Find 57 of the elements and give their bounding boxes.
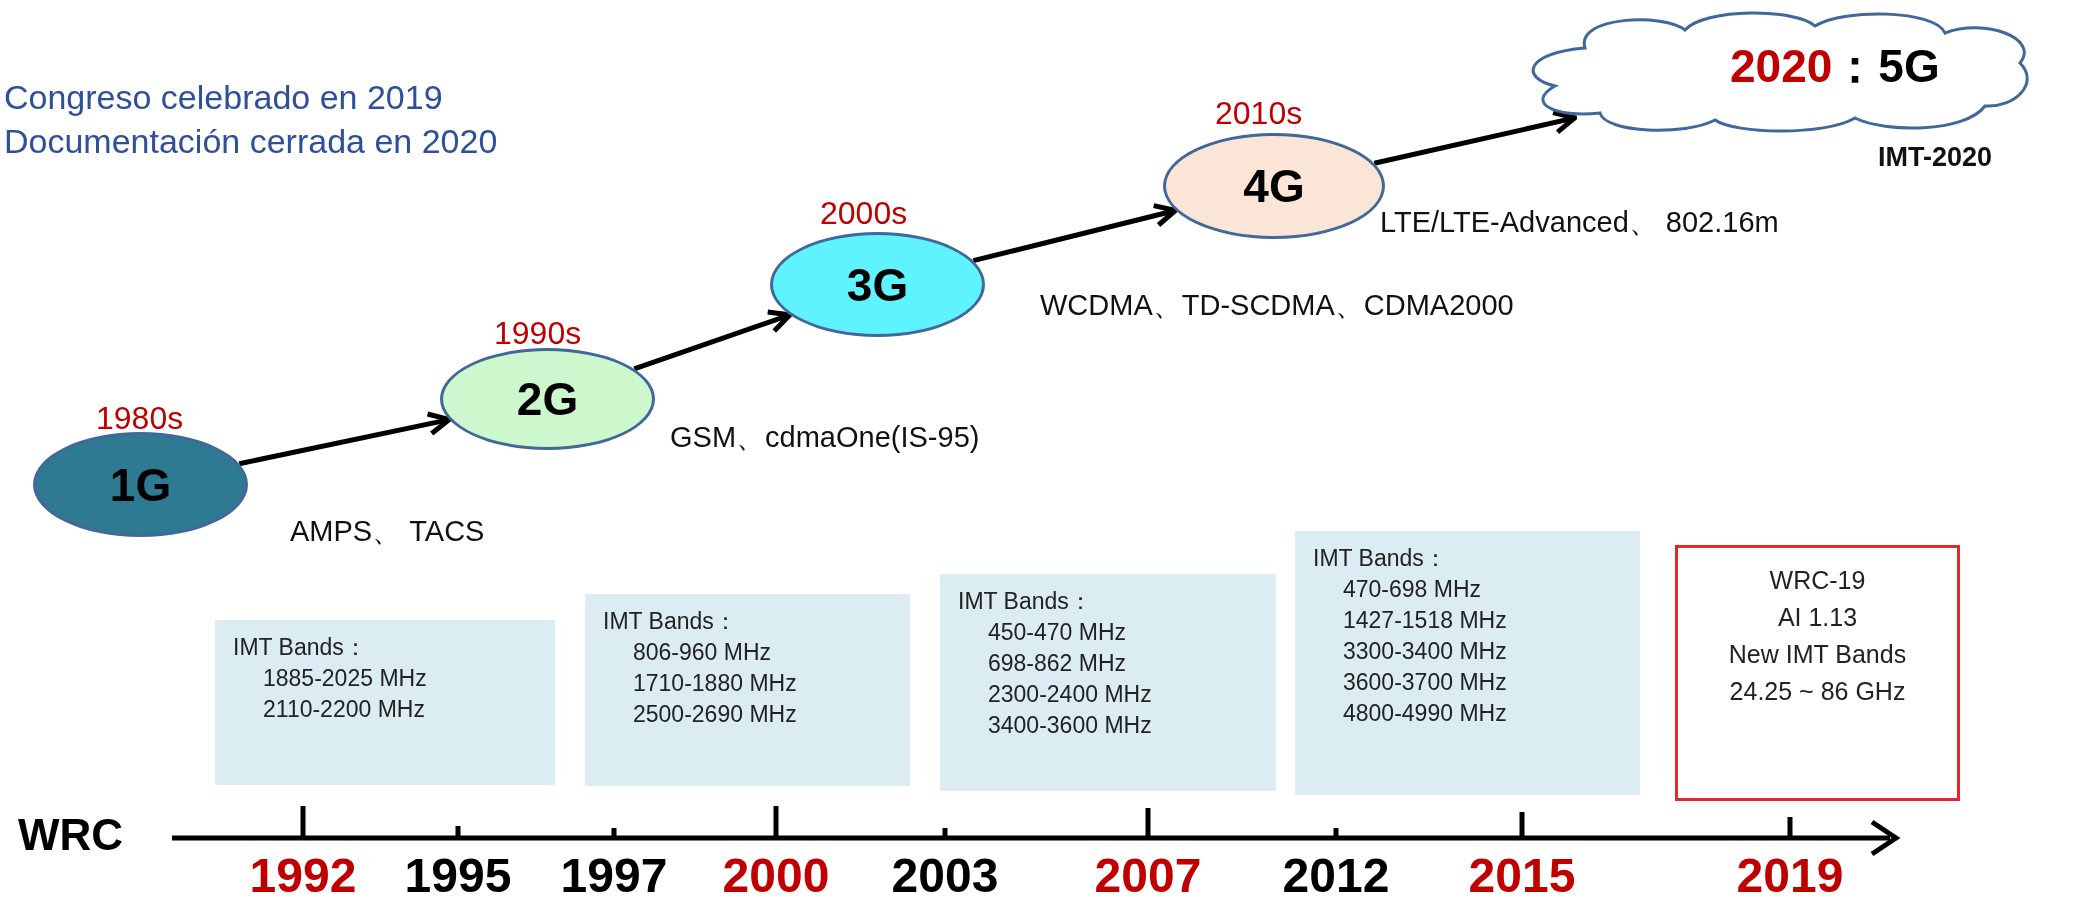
year-label: 2007: [1094, 848, 1202, 903]
band-frequency: 3300-3400 MHz: [1343, 637, 1507, 666]
agenda-text: New IMT Bands: [1728, 639, 1907, 670]
year-label: 2012: [1282, 848, 1390, 903]
decade-label: 1990s: [494, 315, 582, 352]
band-panel: [940, 574, 1276, 791]
agenda-text: WRC-19: [1769, 565, 1866, 596]
note-text: Documentación cerrada en 2020: [4, 122, 498, 161]
arrow: [238, 411, 452, 467]
arrow: [972, 203, 1179, 264]
generation-label: 3G: [846, 257, 909, 312]
arrow: [1373, 110, 1578, 166]
generation-label: 4G: [1243, 159, 1305, 213]
year-label: 2015: [1468, 848, 1576, 903]
band-panel: [1295, 531, 1640, 795]
band-frequency: 1885-2025 MHz: [263, 664, 427, 693]
band-heading: IMT Bands：: [958, 587, 1092, 616]
year-label: 2000: [722, 848, 830, 903]
generation-label: 2G: [516, 372, 579, 426]
band-frequency: 1710-1880 MHz: [633, 669, 797, 698]
technology-label: GSM、cdmaOne(IS-95): [670, 420, 980, 455]
decade-label: 1980s: [96, 400, 184, 437]
generation-label: 1G: [109, 457, 172, 512]
decade-label: 2010s: [1215, 95, 1303, 132]
band-frequency: 2500-2690 MHz: [633, 700, 797, 729]
arrow: [633, 309, 793, 372]
axis-title: WRC: [18, 810, 124, 860]
year-label: 1997: [560, 848, 668, 903]
band-heading: IMT Bands：: [603, 607, 737, 636]
band-frequency: 1427-1518 MHz: [1343, 606, 1507, 635]
band-frequency: 3400-3600 MHz: [988, 711, 1152, 740]
note-text: Congreso celebrado en 2019: [4, 78, 443, 117]
cloud-label: 2020：5G: [1730, 39, 1940, 94]
agenda-text: AI 1.13: [1777, 602, 1858, 633]
band-frequency: 4800-4990 MHz: [1343, 699, 1507, 728]
year-label: 2003: [891, 848, 999, 903]
band-frequency: 470-698 MHz: [1343, 575, 1482, 604]
band-frequency: 2110-2200 MHz: [263, 695, 425, 724]
band-panel: [215, 620, 555, 785]
band-frequency: 450-470 MHz: [988, 618, 1127, 647]
agenda-text: 24.25 ~ 86 GHz: [1729, 676, 1906, 707]
technology-label: AMPS、 TACS: [290, 514, 485, 549]
standard-label: IMT-2020: [1877, 142, 1993, 173]
year-label: 1992: [249, 848, 357, 903]
band-frequency: 2300-2400 MHz: [988, 680, 1152, 709]
decade-label: 2000s: [820, 195, 908, 232]
band-panel: [585, 594, 910, 786]
band-frequency: 806-960 MHz: [633, 638, 772, 667]
band-heading: IMT Bands：: [233, 633, 367, 662]
band-frequency: 698-862 MHz: [988, 649, 1127, 678]
band-heading: IMT Bands：: [1313, 544, 1447, 573]
technology-label: WCDMA、TD-SCDMA、CDMA2000: [1040, 288, 1514, 323]
band-frequency: 3600-3700 MHz: [1343, 668, 1507, 697]
agenda-panel: [1675, 545, 1960, 801]
year-label: 1995: [404, 848, 512, 903]
year-label: 2019: [1736, 848, 1844, 903]
technology-label: LTE/LTE-Advanced、 802.16m: [1380, 205, 1779, 240]
